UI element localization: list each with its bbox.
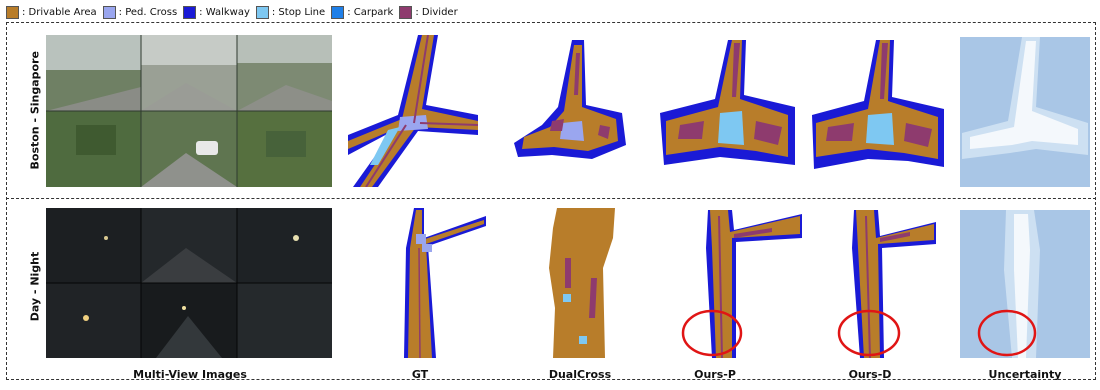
legend-label: : Drivable Area	[22, 7, 97, 18]
walkway-swatch	[183, 6, 196, 19]
column-label-ours-p: Ours-P	[680, 368, 750, 381]
ours-p-map-boston-singapore	[660, 35, 800, 187]
legend-item-stop-line: : Stop Line	[256, 6, 325, 19]
column-label-uncertainty: Uncertainty	[975, 368, 1075, 381]
legend-label: : Stop Line	[272, 7, 325, 18]
legend-label: : Carpark	[347, 7, 393, 18]
gt-map-boston-singapore	[348, 35, 478, 187]
stop-line-swatch	[256, 6, 269, 19]
legend-item-drivable-area: : Drivable Area	[6, 6, 97, 19]
legend-item-walkway: : Walkway	[183, 6, 250, 19]
divider-swatch	[399, 6, 412, 19]
legend-item-carpark: : Carpark	[331, 6, 393, 19]
legend-label: : Ped. Cross	[119, 7, 178, 18]
uncertainty-map-boston-singapore	[960, 37, 1090, 187]
gt-map-day-night	[400, 208, 490, 358]
column-label-ours-d: Ours-D	[835, 368, 905, 381]
ours-d-map-boston-singapore	[812, 35, 947, 187]
row-label-day-night: Day - Night	[29, 232, 42, 342]
column-label-gt: GT	[400, 368, 440, 381]
legend: : Drivable Area : Ped. Cross : Walkway :…	[6, 4, 464, 20]
multi-view-images-night	[46, 208, 332, 358]
legend-item-ped-cross: : Ped. Cross	[103, 6, 178, 19]
legend-label: : Walkway	[199, 7, 250, 18]
legend-item-divider: : Divider	[399, 6, 457, 19]
highlight-circle-ours-d	[836, 308, 902, 358]
legend-label: : Divider	[415, 7, 457, 18]
ped-cross-swatch	[103, 6, 116, 19]
carpark-swatch	[331, 6, 344, 19]
highlight-circle-ours-p	[680, 308, 744, 358]
highlight-circle-uncertainty	[976, 308, 1038, 358]
drivable-area-swatch	[6, 6, 19, 19]
row-separator	[6, 198, 1096, 199]
dualcross-map-day-night	[545, 208, 620, 358]
multi-view-images-day	[46, 35, 332, 187]
dualcross-map-boston-singapore	[512, 35, 632, 187]
row-label-boston-singapore: Boston - Singapore	[29, 60, 42, 170]
column-label-multi-view-images: Multi-View Images	[110, 368, 270, 381]
column-label-dualcross: DualCross	[535, 368, 625, 381]
